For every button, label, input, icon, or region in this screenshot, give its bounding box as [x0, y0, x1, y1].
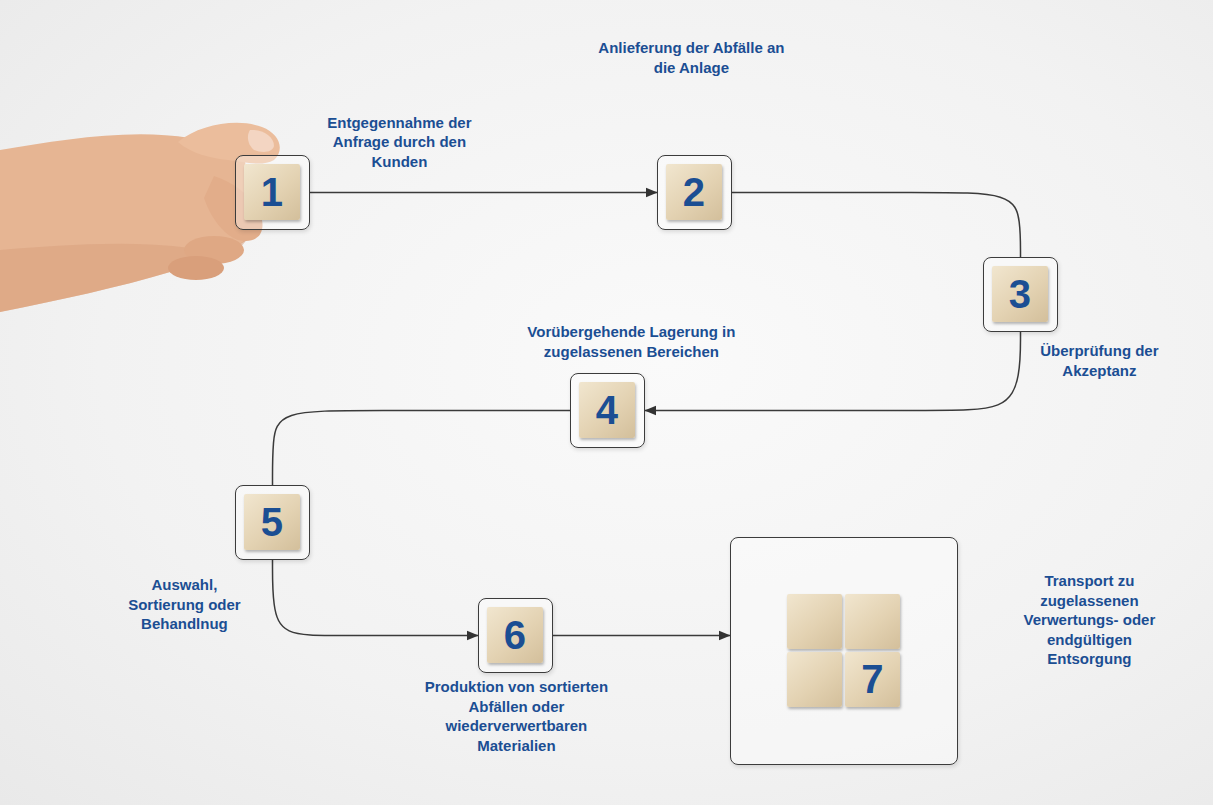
step-number: 3: [1009, 274, 1031, 314]
flow-connector: [273, 560, 479, 636]
thumb-nail: [248, 130, 274, 152]
step-number: 6: [504, 615, 526, 655]
block-group-box: 7Transport zu zugelassenen Verwertungs- …: [730, 537, 958, 765]
step-number: 1: [261, 172, 283, 212]
wood-block: 2: [666, 164, 722, 220]
wood-block: [845, 594, 900, 649]
step-label: Überprüfung der Akzeptanz: [1034, 341, 1164, 380]
wood-block: 4: [579, 382, 635, 438]
step-number: 4: [596, 390, 618, 430]
wood-block: 1: [244, 164, 300, 220]
hand-palm: [0, 134, 252, 312]
wood-block: 3: [992, 266, 1048, 322]
step-label: Auswahl, Sortierung oder Behandlnug: [114, 575, 254, 634]
hand-finger: [168, 256, 224, 280]
flow-connector: [310, 192, 657, 194]
step-number: 7: [861, 659, 883, 699]
flow-connector: [732, 193, 1021, 258]
flow-connector: [553, 635, 730, 637]
step-number: 5: [261, 502, 283, 542]
step-box: 6Produktion von sortierten Abfällen oder…: [478, 598, 553, 673]
wood-block: 7: [845, 652, 900, 707]
wood-block: [787, 652, 842, 707]
step-number: 2: [683, 172, 705, 212]
step-box: 5Auswahl, Sortierung oder Behandlnug: [235, 485, 310, 560]
wood-block: [787, 594, 842, 649]
flow-connector: [273, 411, 571, 486]
step-label: Transport zu zugelassenen Verwertungs- o…: [1009, 571, 1169, 669]
step-box: 3Überprüfung der Akzeptanz: [983, 257, 1058, 332]
step-label: Entgegennahme der Anfrage durch den Kund…: [324, 113, 474, 172]
step-box: 4Vorübergehende Lagerung in zugelassenen…: [570, 373, 645, 448]
step-box: 2Anlieferung der Abfälle an die Anlage: [657, 155, 732, 230]
wood-block: 6: [487, 607, 543, 663]
step-label: Produktion von sortierten Abfällen oder …: [411, 677, 621, 755]
hand-shade: [0, 236, 250, 312]
step-box: 1Entgegennahme der Anfrage durch den Kun…: [235, 155, 310, 230]
step-label: Vorübergehende Lagerung in zugelassenen …: [521, 322, 741, 361]
wood-block: 5: [244, 494, 300, 550]
step-label: Anlieferung der Abfälle an die Anlage: [591, 38, 791, 77]
